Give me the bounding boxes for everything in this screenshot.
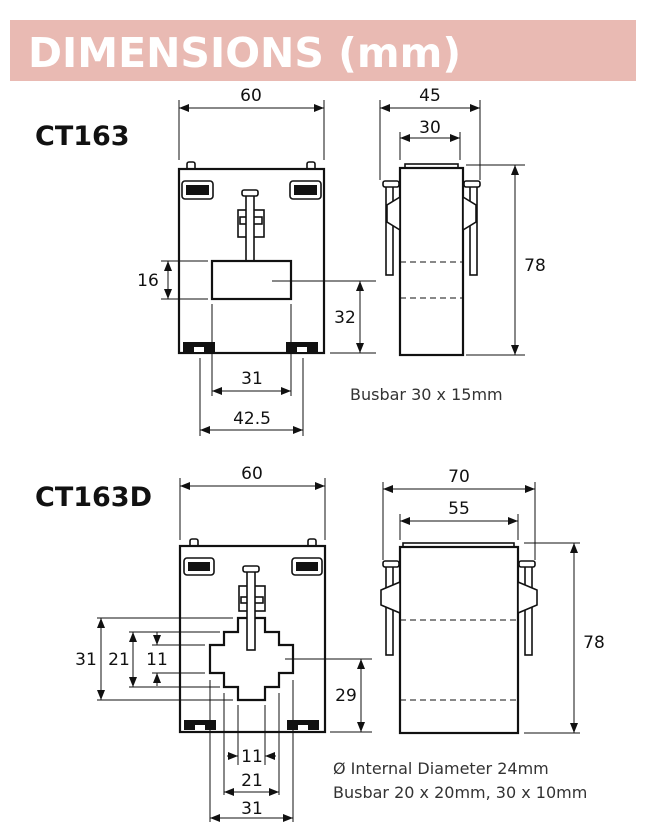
page-title: DIMENSIONS (mm) xyxy=(28,29,461,77)
ct163d-center-height-dim: 29 xyxy=(335,686,357,706)
ct163d-diameter-note: Ø Internal Diameter 24mm xyxy=(333,759,549,778)
ct163-center-height-dim: 32 xyxy=(334,308,356,328)
ct163d-outer-width-dim: 31 xyxy=(241,799,263,819)
ct163d-overall-depth-dim: 70 xyxy=(448,467,470,487)
busbar-window xyxy=(210,259,293,301)
cross-window xyxy=(208,616,295,702)
ct163d-inner-height-dim: 11 xyxy=(146,650,168,670)
ct163-height-dim: 78 xyxy=(524,256,546,276)
ct163-side-view xyxy=(382,163,481,357)
ct163d-label: CT163D xyxy=(35,482,152,513)
ct163d-inner-width-dim: 11 xyxy=(241,747,263,767)
ct163d-mid-width-dim: 21 xyxy=(241,771,263,791)
ct163d-body-depth-dim: 55 xyxy=(448,499,470,519)
ct163-body-depth-dim: 30 xyxy=(419,118,441,138)
ct163-front-view xyxy=(177,161,326,355)
ct163-overall-depth-dim: 45 xyxy=(419,86,441,106)
ct163d-width-dim: 60 xyxy=(241,464,263,484)
header-band xyxy=(10,20,636,81)
ct163-window-width-dim: 31 xyxy=(241,369,263,389)
ct163d-height-dim: 78 xyxy=(583,633,605,653)
ct163-section: CT163 60 16 xyxy=(35,86,546,436)
ct163-busbar-note: Busbar 30 x 15mm xyxy=(350,385,503,404)
ct163-window-height-dim: 16 xyxy=(137,271,159,291)
ct163d-mid-height-dim: 21 xyxy=(108,650,130,670)
ct163-foot-span-dim: 42.5 xyxy=(233,409,271,429)
ct163-width-dim: 60 xyxy=(240,86,262,106)
ct163d-side-view xyxy=(380,542,538,735)
ct163-label: CT163 xyxy=(35,121,130,152)
ct163d-busbar-note: Busbar 20 x 20mm, 30 x 10mm xyxy=(333,783,587,802)
ct163d-section: CT163D 60 31 21 xyxy=(35,464,605,822)
ct163d-outer-height-dim: 31 xyxy=(75,650,97,670)
ct163d-front-view xyxy=(178,538,327,734)
